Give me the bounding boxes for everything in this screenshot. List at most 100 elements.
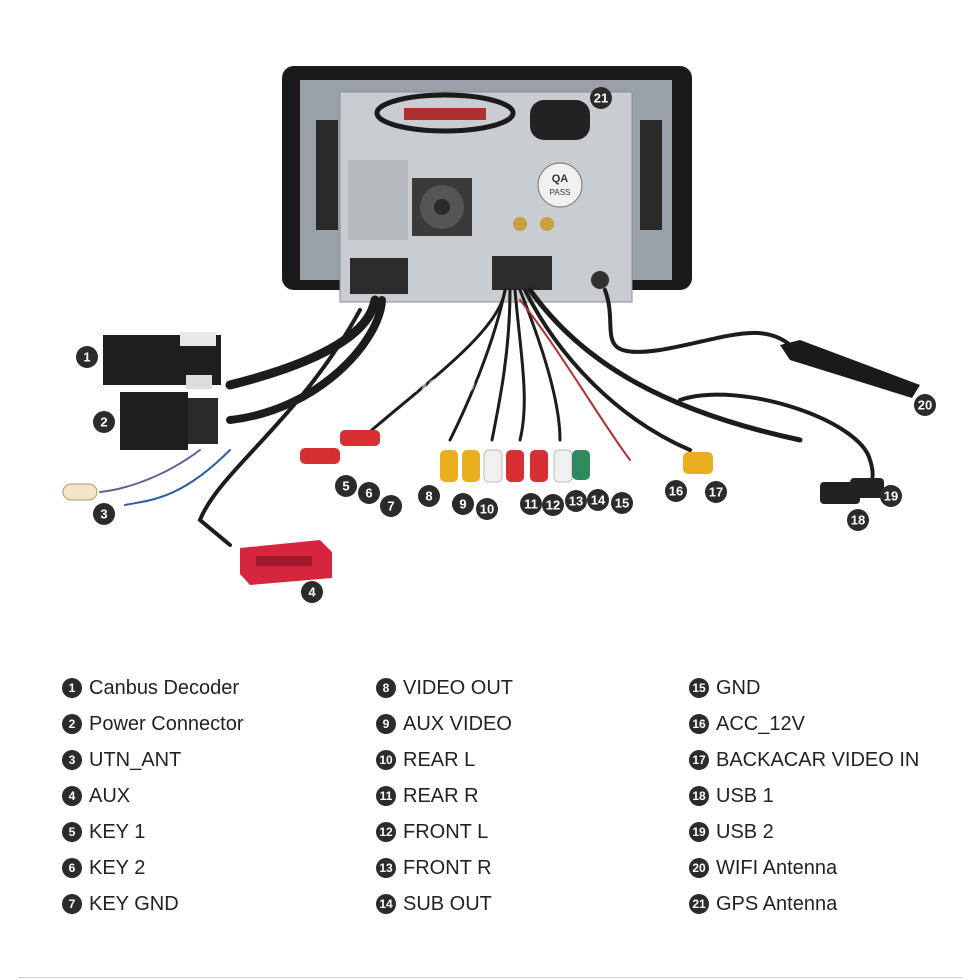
legend-number-badge: 10 <box>376 750 396 770</box>
callout-18: 18 <box>847 509 869 531</box>
legend-number-badge: 17 <box>689 750 709 770</box>
legend-item: 13 FRONT R <box>376 850 513 886</box>
svg-text:5: 5 <box>342 479 349 494</box>
legend-number-badge: 3 <box>62 750 82 770</box>
legend-label: REAR R <box>403 784 479 807</box>
callout-20: 20 <box>914 394 936 416</box>
legend-item: 3 UTN_ANT <box>62 742 244 778</box>
callout-17: 17 <box>705 481 727 503</box>
legend-number-badge: 2 <box>62 714 82 734</box>
legend-number-badge: 9 <box>376 714 396 734</box>
legend-number-badge: 14 <box>376 894 396 914</box>
legend-label: SUB OUT <box>403 892 492 915</box>
callout-7: 7 <box>380 495 402 517</box>
legend-label: REAR L <box>403 748 476 771</box>
svg-text:20: 20 <box>918 398 932 413</box>
legend-label: BACKACAR VIDEO IN <box>716 748 920 771</box>
legend-label: UTN_ANT <box>89 748 182 771</box>
legend-label: USB 1 <box>716 784 774 807</box>
svg-text:9: 9 <box>459 497 466 512</box>
callout-21: 21 <box>590 87 612 109</box>
callout-12: 12 <box>542 494 564 516</box>
legend-item: 18 USB 1 <box>689 778 919 814</box>
svg-text:15: 15 <box>615 496 629 511</box>
head-unit: QA PASS <box>282 66 692 303</box>
svg-text:13: 13 <box>569 494 583 509</box>
legend-item: 8 VIDEO OUT <box>376 670 513 706</box>
callout-16: 16 <box>665 480 687 502</box>
callout-2: 2 <box>93 411 115 433</box>
callout-11: 11 <box>520 493 542 515</box>
legend-number-badge: 18 <box>689 786 709 806</box>
legend-number-badge: 6 <box>62 858 82 878</box>
canbus-decoder <box>103 332 221 389</box>
callout-8: 8 <box>418 485 440 507</box>
svg-text:8: 8 <box>425 489 432 504</box>
legend-item: 12 FRONT L <box>376 814 513 850</box>
callout-3: 3 <box>93 503 115 525</box>
callout-1: 1 <box>76 346 98 368</box>
watermark: Seicane.com <box>350 371 497 398</box>
legend-item: 10 REAR L <box>376 742 513 778</box>
legend-label: FRONT R <box>403 856 492 879</box>
legend-label: VIDEO OUT <box>403 676 514 699</box>
legend-item: 15 GND <box>689 670 919 706</box>
svg-text:19: 19 <box>884 489 898 504</box>
legend-label: KEY 2 <box>89 856 146 879</box>
legend-item: 11 REAR R <box>376 778 513 814</box>
callout-4: 4 <box>301 581 323 603</box>
power-connector <box>120 392 218 450</box>
legend-number-badge: 8 <box>376 678 396 698</box>
rca-plugs <box>300 430 713 483</box>
callout-10: 10 <box>476 498 498 520</box>
svg-text:17: 17 <box>709 485 723 500</box>
legend-number-badge: 11 <box>376 786 396 806</box>
cables <box>99 287 875 547</box>
aux-connector <box>240 540 332 585</box>
legend-number-badge: 12 <box>376 822 396 842</box>
svg-text:4: 4 <box>308 585 316 600</box>
callout-15: 15 <box>611 492 633 514</box>
legend-number-badge: 13 <box>376 858 396 878</box>
legend-label: GPS Antenna <box>716 892 838 915</box>
svg-text:12: 12 <box>546 498 560 513</box>
svg-text:1: 1 <box>83 350 90 365</box>
svg-text:11: 11 <box>524 497 538 512</box>
svg-text:PASS: PASS <box>550 188 571 197</box>
fan <box>412 178 472 236</box>
legend-label: GND <box>716 676 761 699</box>
callout-14: 14 <box>587 489 609 511</box>
callout-6: 6 <box>358 482 380 504</box>
legend-item: 21 GPS Antenna <box>689 886 919 922</box>
qa-sticker: QA PASS <box>537 162 583 208</box>
svg-text:16: 16 <box>669 484 683 499</box>
legend-item: 9 AUX VIDEO <box>376 706 513 742</box>
legend-item: 14 SUB OUT <box>376 886 513 922</box>
svg-text:3: 3 <box>100 507 107 522</box>
legend-number-badge: 15 <box>689 678 709 698</box>
legend-number-badge: 4 <box>62 786 82 806</box>
legend-number-badge: 21 <box>689 894 709 914</box>
svg-text:10: 10 <box>480 502 494 517</box>
svg-text:7: 7 <box>387 499 394 514</box>
legend-label: Power Connector <box>89 712 244 735</box>
legend-number-badge: 19 <box>689 822 709 842</box>
svg-text:18: 18 <box>851 513 865 528</box>
legend-label: FRONT L <box>403 820 489 843</box>
svg-text:QA: QA <box>552 173 569 185</box>
legend-label: WIFI Antenna <box>716 856 838 879</box>
svg-text:6: 6 <box>365 486 372 501</box>
legend-item: 6 KEY 2 <box>62 850 244 886</box>
legend-number-badge: 7 <box>62 894 82 914</box>
legend-label: AUX VIDEO <box>403 712 512 735</box>
wifi-antenna <box>780 340 920 398</box>
